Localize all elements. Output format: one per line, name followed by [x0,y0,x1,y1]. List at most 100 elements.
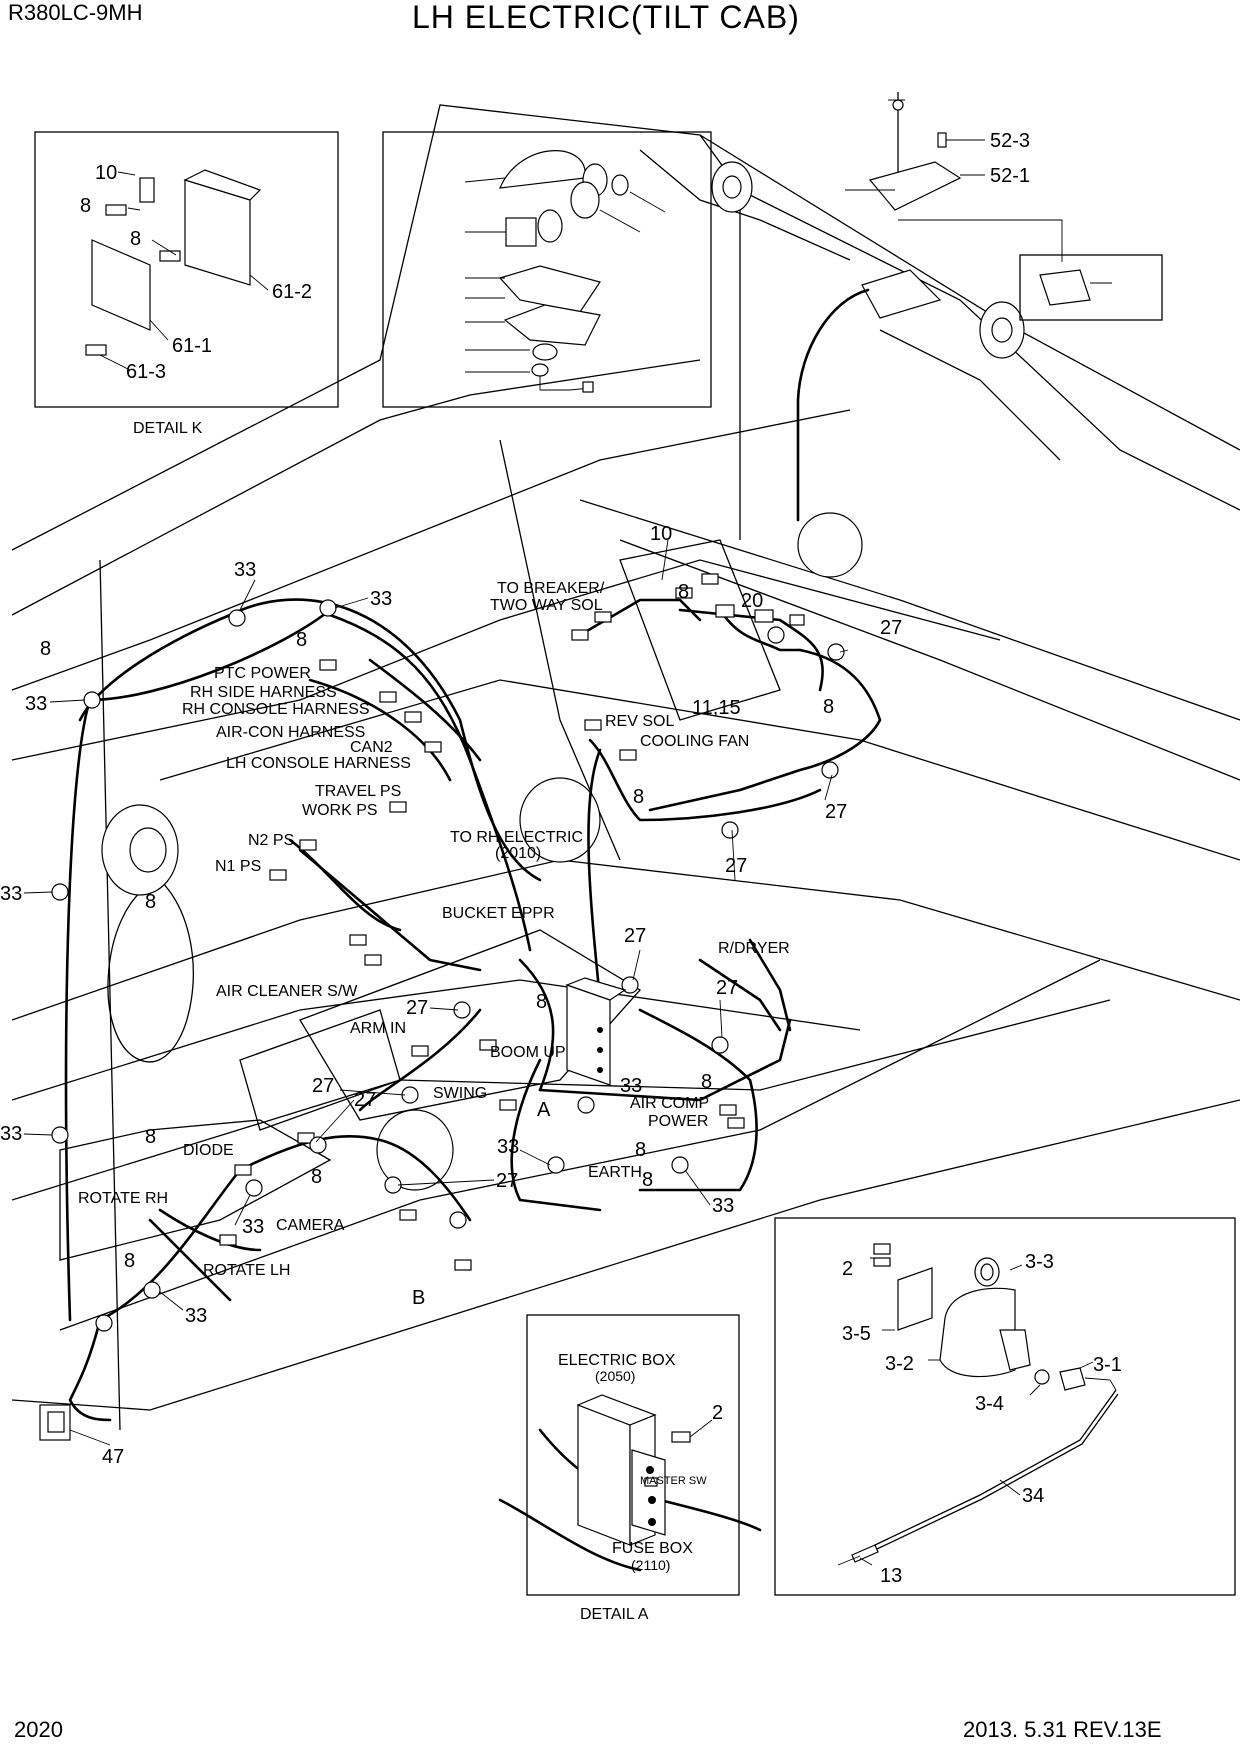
page-number: 2020 [14,1717,63,1742]
callout-27: 27 [406,997,428,1019]
numeric-callouts: 33 33 33 33 33 33 33 33 33 33 8 8 8 8 8 … [0,523,902,1468]
callout-10: 10 [650,523,672,545]
model-number: R380LC-9MH [8,0,143,25]
callout-8: 8 [701,1071,712,1093]
callout-61-2: 61-2 [272,281,312,303]
callout-8: 8 [296,629,307,651]
detail-a: ELECTRIC BOX (2050) MASTER SW FUSE BOX (… [526,1314,740,1623]
detail-k-caption: DETAIL K [133,420,203,437]
fuse-box-label: FUSE BOX [612,1540,693,1557]
label-ptc-power: PTC POWER [214,665,311,682]
callout-8-k1: 8 [80,195,91,217]
label-rev-sol: REV SOL [605,713,674,730]
callout-8: 8 [145,1126,156,1148]
callout-27: 27 [354,1089,376,1111]
fuse-box-code: (2110) [631,1557,670,1573]
callout-47: 47 [102,1446,124,1468]
label-cooling-fan: COOLING FAN [640,733,749,750]
detail-k: 10 8 8 61-2 61-1 61-3 DETAIL K [34,131,339,437]
callout-3-2: 3-2 [885,1353,914,1375]
callout-33: 33 [0,883,22,905]
callout-8-k2: 8 [130,228,141,250]
callout-33: 33 [25,693,47,715]
label-air-con-harness: AIR-CON HARNESS [216,724,365,741]
label-rh-side-harness: RH SIDE HARNESS [190,684,337,701]
harness-clamps [51,599,845,1332]
callout-52-3: 52-3 [990,130,1030,152]
callout-3-3: 3-3 [1025,1251,1054,1273]
label-air-cleaner-sw: AIR CLEANER S/W [216,983,358,1000]
label-lh-console-harness: LH CONSOLE HARNESS [226,755,411,772]
callout-33: 33 [620,1075,642,1097]
label-boom-up: BOOM UP [490,1044,566,1061]
callout-8: 8 [536,991,547,1013]
harness-connectors [39,573,805,1441]
harness-labels: PTC POWER RH SIDE HARNESS RH CONSOLE HAR… [78,580,790,1309]
lamp-detail [382,131,712,408]
label-travel-ps: TRAVEL PS [315,783,401,800]
label-to-rh-electric: TO RH ELECTRIC [450,829,583,846]
callout-61-3: 61-3 [126,361,166,383]
electric-box-label: ELECTRIC BOX [558,1352,676,1369]
electric-box-code: (2050) [595,1368,635,1384]
callout-20: 20 [741,590,763,612]
callout-8: 8 [678,581,689,603]
master-sw-label: MASTER SW [640,1475,707,1487]
callout-8: 8 [124,1250,135,1272]
callout-8: 8 [145,891,156,913]
callout-8: 8 [635,1139,646,1161]
callout-8: 8 [311,1166,322,1188]
callout-33: 33 [234,559,256,581]
label-point-b: B [412,1287,425,1309]
callout-2-detail-a: 2 [712,1402,723,1424]
revision-date: 2013. 5.31 REV.13E [963,1717,1162,1742]
label-earth: EARTH [588,1164,642,1181]
label-rh-console-harness: RH CONSOLE HARNESS [182,701,370,718]
callout-8: 8 [642,1169,653,1191]
callout-27: 27 [825,801,847,823]
label-camera: CAMERA [276,1217,345,1234]
callout-33: 33 [712,1195,734,1217]
label-swing: SWING [433,1085,487,1102]
callout-8: 8 [40,638,51,660]
callout-34: 34 [1022,1485,1044,1507]
callout-33: 33 [242,1216,264,1238]
callout-3-4: 3-4 [975,1393,1004,1415]
page-title: LH ELECTRIC(TILT CAB) [412,0,800,35]
label-n1-ps: N1 PS [215,858,261,875]
electric-box-main [565,977,627,1086]
hose-clamp-detail: 52-3 52-1 [845,92,1163,321]
callout-3-5: 3-5 [842,1323,871,1345]
callout-27: 27 [880,617,902,639]
frame-bosses [101,161,1025,1191]
label-bucket-eppr: BUCKET EPPR [442,905,555,922]
label-arm-in: ARM IN [350,1020,406,1037]
callout-27: 27 [496,1170,518,1192]
callout-13: 13 [880,1565,902,1587]
label-diode: DIODE [183,1142,234,1159]
label-work-ps: WORK PS [302,802,378,819]
label-rotate-lh: ROTATE LH [203,1262,290,1279]
label-can2: CAN2 [350,739,393,756]
callout-33: 33 [497,1136,519,1158]
callout-10-k: 10 [95,162,117,184]
callout-27: 27 [312,1075,334,1097]
callout-8: 8 [823,696,834,718]
label-to-rh-electric-code: (2010) [495,845,541,862]
upper-frame [11,104,1240,1431]
callout-61-1: 61-1 [172,335,212,357]
callout-27: 27 [716,977,738,999]
leader-lines [23,539,849,1446]
label-rotate-rh: ROTATE RH [78,1190,168,1207]
label-n2-ps: N2 PS [248,832,294,849]
callout-27: 27 [725,855,747,877]
callout-52-1: 52-1 [990,165,1030,187]
label-two-way-sol: TWO WAY SOL [490,597,603,614]
callout-3-1: 3-1 [1093,1354,1122,1376]
callout-33: 33 [0,1123,22,1145]
wiring-harness [64,288,882,1572]
detail-a-caption: DETAIL A [580,1606,649,1623]
callout-33: 33 [185,1305,207,1327]
label-to-breaker: TO BREAKER/ [497,580,605,597]
